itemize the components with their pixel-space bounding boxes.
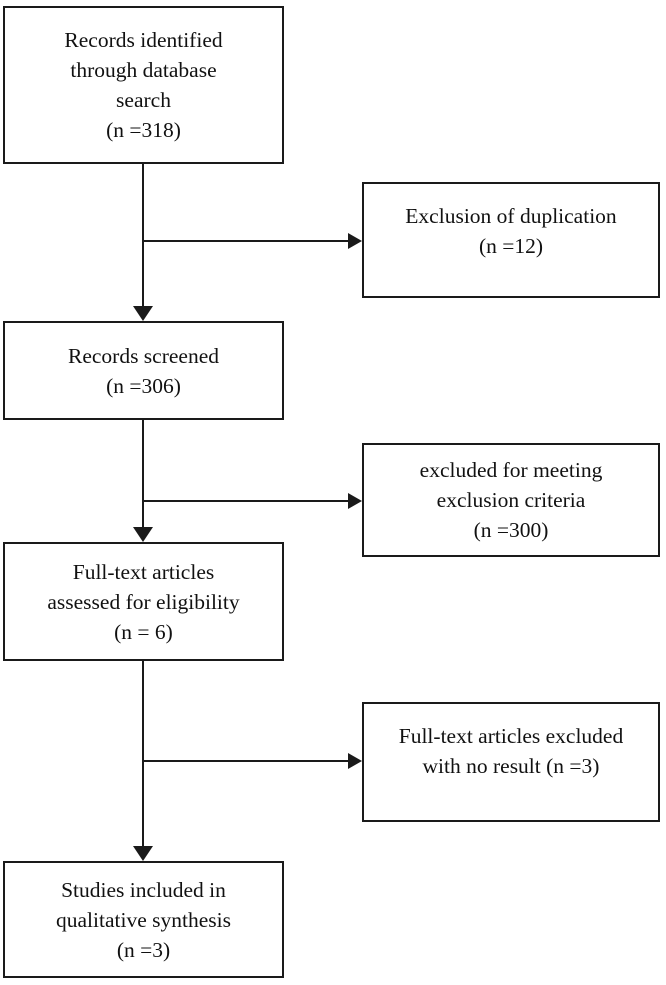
box-excluded-criteria: excluded for meeting exclusion criteria … [362, 443, 660, 557]
branch-to-duplication [143, 240, 350, 242]
box-exclusion-duplication: Exclusion of duplication (n =12) [362, 182, 660, 298]
arrow-down-icon [133, 527, 153, 542]
connector-fulltext-to-included [142, 661, 144, 849]
arrow-right-icon [348, 493, 362, 509]
box-fulltext-assessed-text: Full-text articles assessed for eligibil… [47, 559, 240, 644]
branch-to-fulltext-excluded [143, 760, 350, 762]
arrow-right-icon [348, 233, 362, 249]
connector-screened-to-fulltext [142, 420, 144, 530]
box-exclusion-duplication-text: Exclusion of duplication (n =12) [405, 204, 617, 258]
branch-to-exclusion-criteria [143, 500, 350, 502]
arrow-right-icon [348, 753, 362, 769]
box-records-screened-text: Records screened (n =306) [67, 343, 220, 398]
box-records-identified: Records identified through database sear… [3, 6, 284, 164]
arrow-down-icon [133, 306, 153, 321]
box-fulltext-assessed: Full-text articles assessed for eligibil… [3, 542, 284, 661]
box-fulltext-excluded-text: Full-text articles excluded with no resu… [398, 724, 624, 778]
box-fulltext-excluded: Full-text articles excluded with no resu… [362, 702, 660, 822]
box-studies-included: Studies included in qualitative synthesi… [3, 861, 284, 978]
connector-identified-to-screened [142, 164, 144, 309]
box-records-identified-text: Records identified through database sear… [64, 28, 223, 142]
box-records-screened: Records screened (n =306) [3, 321, 284, 420]
box-studies-included-text: Studies included in qualitative synthesi… [56, 877, 231, 962]
box-excluded-criteria-text: excluded for meeting exclusion criteria … [419, 458, 603, 542]
arrow-down-icon [133, 846, 153, 861]
